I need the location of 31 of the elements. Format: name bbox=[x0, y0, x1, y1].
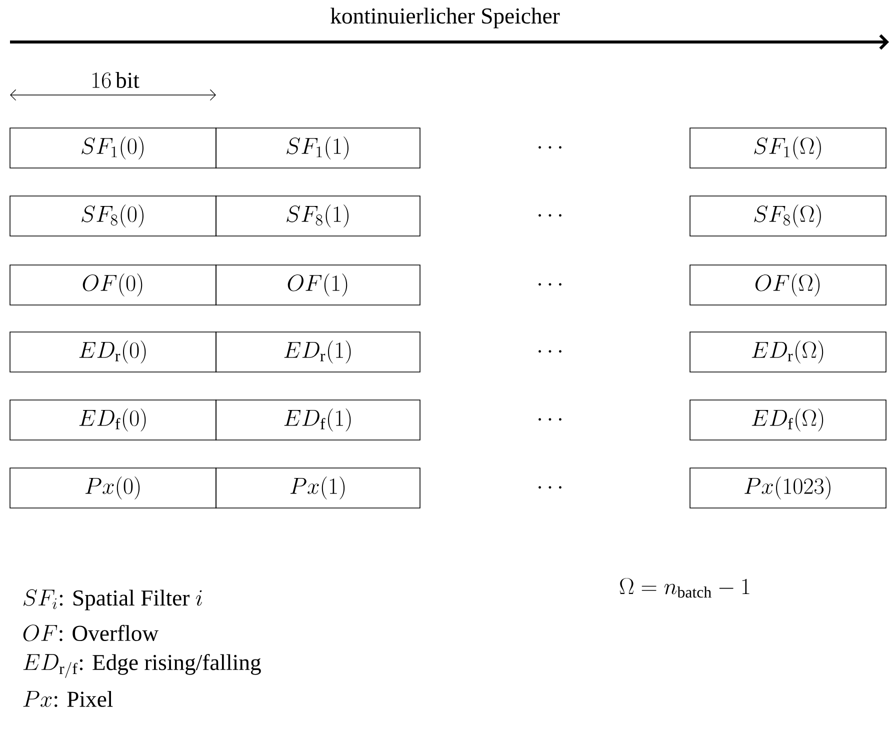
memory-cell: $SF_1(1)$ bbox=[216, 128, 420, 168]
dimension-label: $16\,\mathrm{bit}$ bbox=[92, 72, 140, 88]
legend-entry: $Px\textrm{: Pixel}$ bbox=[23, 690, 113, 707]
memory-cell: $ED_{\mathrm{f}}(1)$ bbox=[216, 400, 420, 440]
ellipsis: $\cdots$ bbox=[538, 350, 562, 353]
ellipsis: $\cdots$ bbox=[538, 486, 562, 489]
memory-cell: $ED_{\mathrm{f}}(0)$ bbox=[10, 400, 216, 440]
memory-cell: $ED_{\mathrm{f}}(\Omega)$ bbox=[690, 400, 886, 440]
ellipsis: $\cdots$ bbox=[538, 418, 562, 421]
memory-cell: $ED_{\mathrm{r}}(1)$ bbox=[216, 332, 420, 372]
formula: $\Omega = n_{\mathrm{batch}} - 1$ bbox=[620, 578, 750, 598]
memory-cell: $OF(1)$ bbox=[216, 264, 420, 306]
memory-cell: $ED_{\mathrm{r}}(0)$ bbox=[10, 332, 216, 372]
legend-entry: $OF\textrm{: Overflow}$ bbox=[23, 624, 158, 642]
ellipsis: $\cdots$ bbox=[538, 146, 562, 149]
memory-cell: $OF(\Omega)$ bbox=[690, 264, 886, 306]
memory-cell: $ED_{\mathrm{r}}(\Omega)$ bbox=[690, 332, 886, 372]
memory-cell: $SF_8(\Omega)$ bbox=[690, 196, 886, 236]
memory-cell: $SF_1(\Omega)$ bbox=[690, 128, 886, 168]
legend-entry: $ED_{\mathrm{r/f}}\textrm{: Edge rising/falling}$ bbox=[23, 654, 261, 678]
memory-cell: $Px(1)$ bbox=[216, 468, 420, 508]
heading: kontinuierlicher Speicher bbox=[330, 8, 560, 28]
memory-cell: $Px(1023)$ bbox=[690, 468, 886, 508]
ellipsis: $\cdots$ bbox=[538, 214, 562, 217]
memory-cell: $Px(0)$ bbox=[10, 468, 216, 508]
ellipsis: $\cdots$ bbox=[538, 283, 562, 286]
legend-entry: $SF_i\textrm{: Spatial Filter }i$ bbox=[23, 589, 202, 610]
memory-cell: $SF_8(0)$ bbox=[10, 196, 216, 236]
memory-cell: $SF_8(1)$ bbox=[216, 196, 420, 236]
memory-cell: $OF(0)$ bbox=[10, 264, 216, 306]
memory-cell: $SF_1(0)$ bbox=[10, 128, 216, 168]
